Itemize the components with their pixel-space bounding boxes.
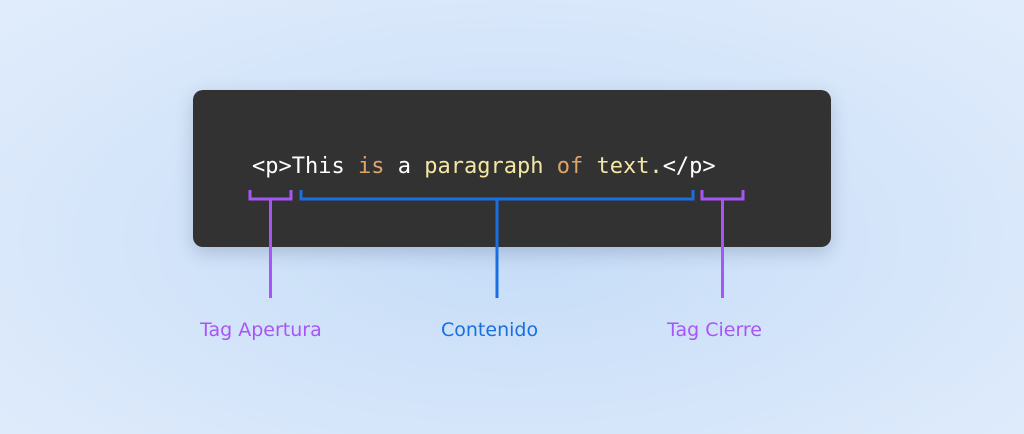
closing-tag-label: Tag Cierre xyxy=(667,319,762,341)
code-token: paragraph xyxy=(424,154,544,179)
code-token: <p> xyxy=(252,154,292,179)
content-label: Contenido xyxy=(441,319,539,341)
code-panel xyxy=(193,90,831,247)
code-token: This xyxy=(291,154,358,179)
code-token: is xyxy=(357,154,385,179)
closing-tag-bracket xyxy=(700,190,745,298)
content-bracket xyxy=(299,190,695,298)
opening-tag-label: Tag Apertura xyxy=(200,319,322,341)
opening-tag-bracket xyxy=(248,190,293,298)
code-token: text. xyxy=(596,154,663,179)
code-token: a xyxy=(384,154,425,179)
code-token: of xyxy=(556,154,584,179)
code-token: </p> xyxy=(662,154,716,179)
code-line: <p>This is a paragraph of text.</p> xyxy=(252,150,716,184)
